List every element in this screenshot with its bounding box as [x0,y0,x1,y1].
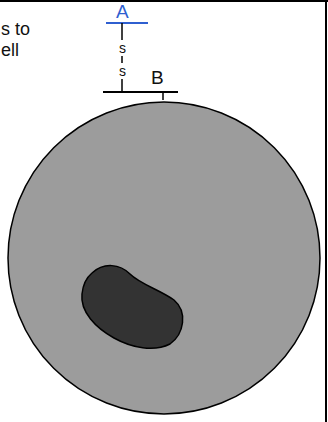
molecule-label: B [151,68,164,87]
frame-line [325,0,327,422]
linker-line [121,56,123,63]
sulfur-label: s [119,64,126,78]
caption-fragment: ell [1,41,19,59]
linker-line [121,79,123,92]
molecule-b-bar [103,91,178,93]
linker-line [121,23,123,40]
molecule-a-bar [106,22,148,24]
nucleus [82,266,183,349]
caption-fragment: s to [1,20,30,38]
anchor-tick [162,92,164,100]
sulfur-label: s [119,41,126,55]
molecule-label: A [116,2,129,21]
frame-line [0,0,328,2]
cell [8,102,320,414]
